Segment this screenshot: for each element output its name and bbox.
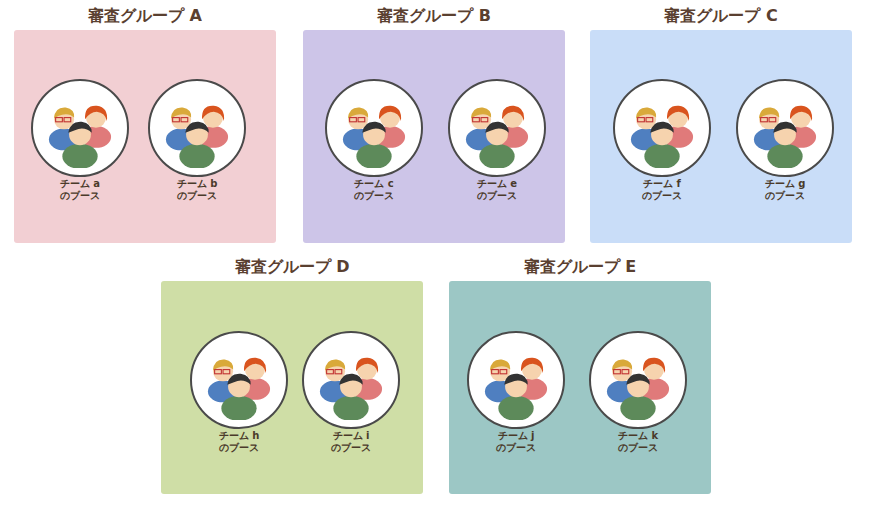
booth-label: チーム a のブース [49,178,111,202]
booth-label: チーム i のブース [320,430,382,454]
booth-label: チーム b のブース [166,178,228,202]
group-title: 審査グループ E [429,257,731,277]
booth-icon [735,78,835,178]
booth-icon [612,78,712,178]
group-panel: 審査グループ Cチーム f のブースチーム g のブース [590,30,852,243]
booth-label: チーム c のブース [343,178,405,202]
booth-icon [189,330,289,430]
group-panel: 審査グループ Dチーム h のブースチーム i のブース [161,281,423,494]
team-booth: チーム c のブース [324,78,424,208]
group-title: 審査グループ C [570,6,870,26]
booth-icon [147,78,247,178]
team-booth: チーム f のブース [612,78,712,208]
booth-icon [447,78,547,178]
group-panel: 審査グループ Bチーム c のブースチーム e のブース [303,30,565,243]
booth-icon [466,330,566,430]
group-title: 審査グループ A [0,6,296,26]
booth-label: チーム e のブース [466,178,528,202]
group-panel: 審査グループ Eチーム j のブースチーム k のブース [449,281,711,494]
group-title: 審査グループ B [283,6,585,26]
group-panel: 審査グループ Aチーム a のブースチーム b のブース [14,30,276,243]
team-booth: チーム i のブース [301,330,401,460]
team-booth: チーム j のブース [466,330,566,460]
booth-label: チーム f のブース [631,178,693,202]
team-booth: チーム h のブース [189,330,289,460]
group-title: 審査グループ D [141,257,443,277]
booth-label: チーム g のブース [754,178,816,202]
booth-label: チーム h のブース [208,430,270,454]
booth-icon [301,330,401,430]
booth-label: チーム k のブース [607,430,669,454]
booth-icon [324,78,424,178]
team-booth: チーム b のブース [147,78,247,208]
booth-icon [588,330,688,430]
booth-icon [30,78,130,178]
team-booth: チーム g のブース [735,78,835,208]
team-booth: チーム k のブース [588,330,688,460]
team-booth: チーム a のブース [30,78,130,208]
booth-label: チーム j のブース [485,430,547,454]
team-booth: チーム e のブース [447,78,547,208]
